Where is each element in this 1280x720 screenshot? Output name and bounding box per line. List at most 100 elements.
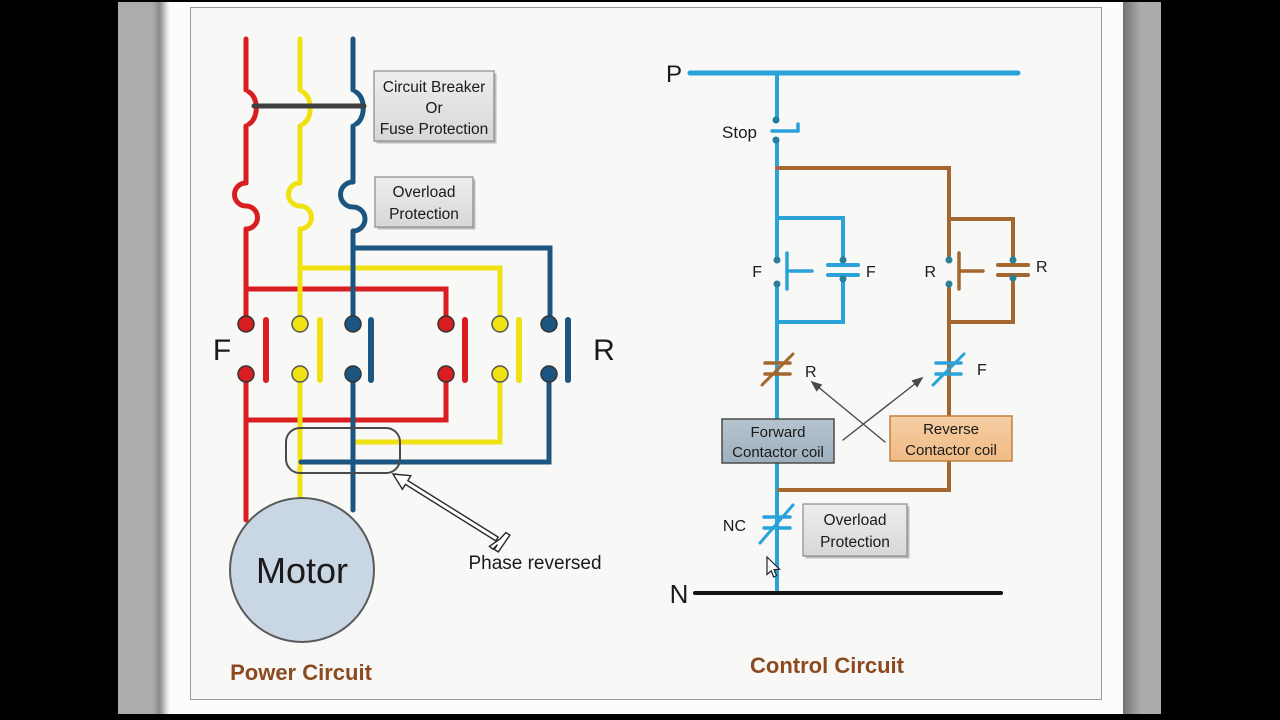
interlock-slash (931, 352, 966, 387)
forward-contact-dot (291, 315, 309, 333)
stop-label: Stop (722, 123, 757, 142)
yellow-branch-to-reverse (297, 265, 503, 321)
brown-wire (775, 166, 951, 258)
reverse-holding-label: R (1036, 259, 1048, 276)
blue-branch-to-reverse (350, 245, 553, 321)
forward-contact-dot (237, 365, 255, 383)
brown-holding-branch (947, 217, 1015, 262)
control-overload-line1: Overload (824, 512, 887, 529)
stop-terminal-dot (772, 116, 780, 124)
player-edge-right (1123, 2, 1161, 714)
phase-reversed-highlight (285, 427, 401, 474)
interlock-pointer-arrows (810, 376, 924, 443)
breaker-box-line1: Circuit Breaker (383, 79, 486, 96)
diagram-svg: Motor Circuit Breaker Or Fuse Protection… (213, 36, 1048, 685)
terminal-dot (945, 256, 953, 264)
cyan-holding-branch (775, 216, 845, 262)
pointer-line (842, 382, 917, 441)
forward-holding-contact-bars (826, 263, 860, 277)
power-circuit: Motor Circuit Breaker Or Fuse Protection… (213, 36, 615, 685)
forward-holding-branch (775, 216, 860, 324)
reverse-rail (775, 166, 1030, 492)
forward-coil-line2: Contactor coil (732, 444, 824, 461)
terminal-dot (839, 275, 847, 283)
arrow-shaft (391, 473, 500, 542)
p-bus-label: P (666, 61, 682, 88)
box-frame (374, 176, 474, 228)
terminal-dot (1009, 256, 1017, 264)
control-circuit: P Stop (666, 61, 1048, 678)
forward-coil-line1: Forward (750, 424, 805, 441)
pointer-arrowhead (810, 380, 823, 392)
reverse-contact-dot (437, 365, 455, 383)
forward-contact-dot (291, 365, 309, 383)
interlock-slash (760, 352, 795, 387)
red-branch-to-reverse (243, 286, 449, 321)
forward-contact-dot (344, 365, 362, 383)
power-overload-line2: Protection (389, 206, 459, 223)
reverse-contact-dot (437, 315, 455, 333)
forward-contact-label: F (752, 264, 762, 281)
overload-nc-contact (758, 503, 795, 545)
reverse-contactor-label: R (593, 334, 615, 367)
control-circuit-title: Control Circuit (750, 653, 905, 678)
forward-interlock-label: F (977, 362, 987, 379)
mouse-cursor (766, 555, 781, 578)
reverse-contactor (437, 315, 571, 383)
power-overload-box: Overload Protection (374, 176, 476, 230)
reverse-contact-dot (491, 365, 509, 383)
reverse-interlock-contact (760, 352, 795, 387)
red-bottom-link (243, 377, 449, 423)
reverse-holding-contact-bars (996, 263, 1030, 277)
phase-reversed-arrow (391, 473, 511, 553)
control-overload-line2: Protection (820, 534, 890, 551)
terminal-dot (773, 280, 781, 288)
reverse-contact-dot (491, 315, 509, 333)
breaker-box-line3: Fuse Protection (380, 121, 489, 138)
terminal-dot (1009, 274, 1017, 282)
terminal-dot (773, 256, 781, 264)
overload-bars (762, 515, 792, 530)
forward-interlock-contact (931, 352, 966, 387)
motor-label: Motor (256, 550, 348, 591)
brown-holding-return (949, 276, 1015, 324)
box-frame (373, 70, 495, 142)
power-overload-line1: Overload (393, 184, 456, 201)
yellow-overload-symbol (286, 180, 314, 232)
yellow-reversed-link (350, 379, 503, 445)
red-overload-symbol (232, 180, 260, 232)
overload-slash (758, 503, 795, 545)
reverse-interlock-label: R (805, 364, 817, 381)
motor-circle (229, 497, 375, 643)
forward-contact-dot (237, 315, 255, 333)
stop-button-symbol (770, 116, 800, 144)
diagram-panel: Motor Circuit Breaker Or Fuse Protection… (190, 7, 1102, 700)
contact-dots (773, 256, 1017, 288)
reverse-coil-box: Reverse Contactor coil (889, 415, 1013, 462)
pointer-arrowhead (911, 376, 924, 388)
phase-line-blue (298, 36, 553, 513)
power-circuit-title: Power Circuit (230, 660, 372, 685)
breaker-box-line2: Or (425, 100, 442, 117)
reverse-contact-dot (540, 315, 558, 333)
nc-label: NC (723, 518, 746, 535)
reverse-contact-dot (540, 365, 558, 383)
reverse-coil-line2: Contactor coil (905, 442, 997, 459)
box-frame (802, 503, 908, 557)
player-edge-left (118, 2, 170, 714)
terminal-dot (945, 280, 953, 288)
circuit-breaker-box: Circuit Breaker Or Fuse Protection (373, 70, 497, 144)
forward-contact-dot (344, 315, 362, 333)
forward-holding-label: F (866, 264, 876, 281)
reverse-coil-line1: Reverse (923, 421, 979, 438)
n-bus-label: N (670, 579, 689, 609)
box-frame (889, 415, 1013, 462)
blue-overload-symbol (338, 179, 368, 234)
cyan-holding-return (777, 276, 845, 324)
phase-reversed-label: Phase reversed (468, 553, 601, 574)
pointer-line (816, 385, 886, 443)
blue-reversed-link (298, 379, 552, 465)
control-overload-box: Overload Protection (802, 503, 910, 559)
arrow-fletching (488, 531, 511, 553)
brown-wire (777, 459, 951, 492)
